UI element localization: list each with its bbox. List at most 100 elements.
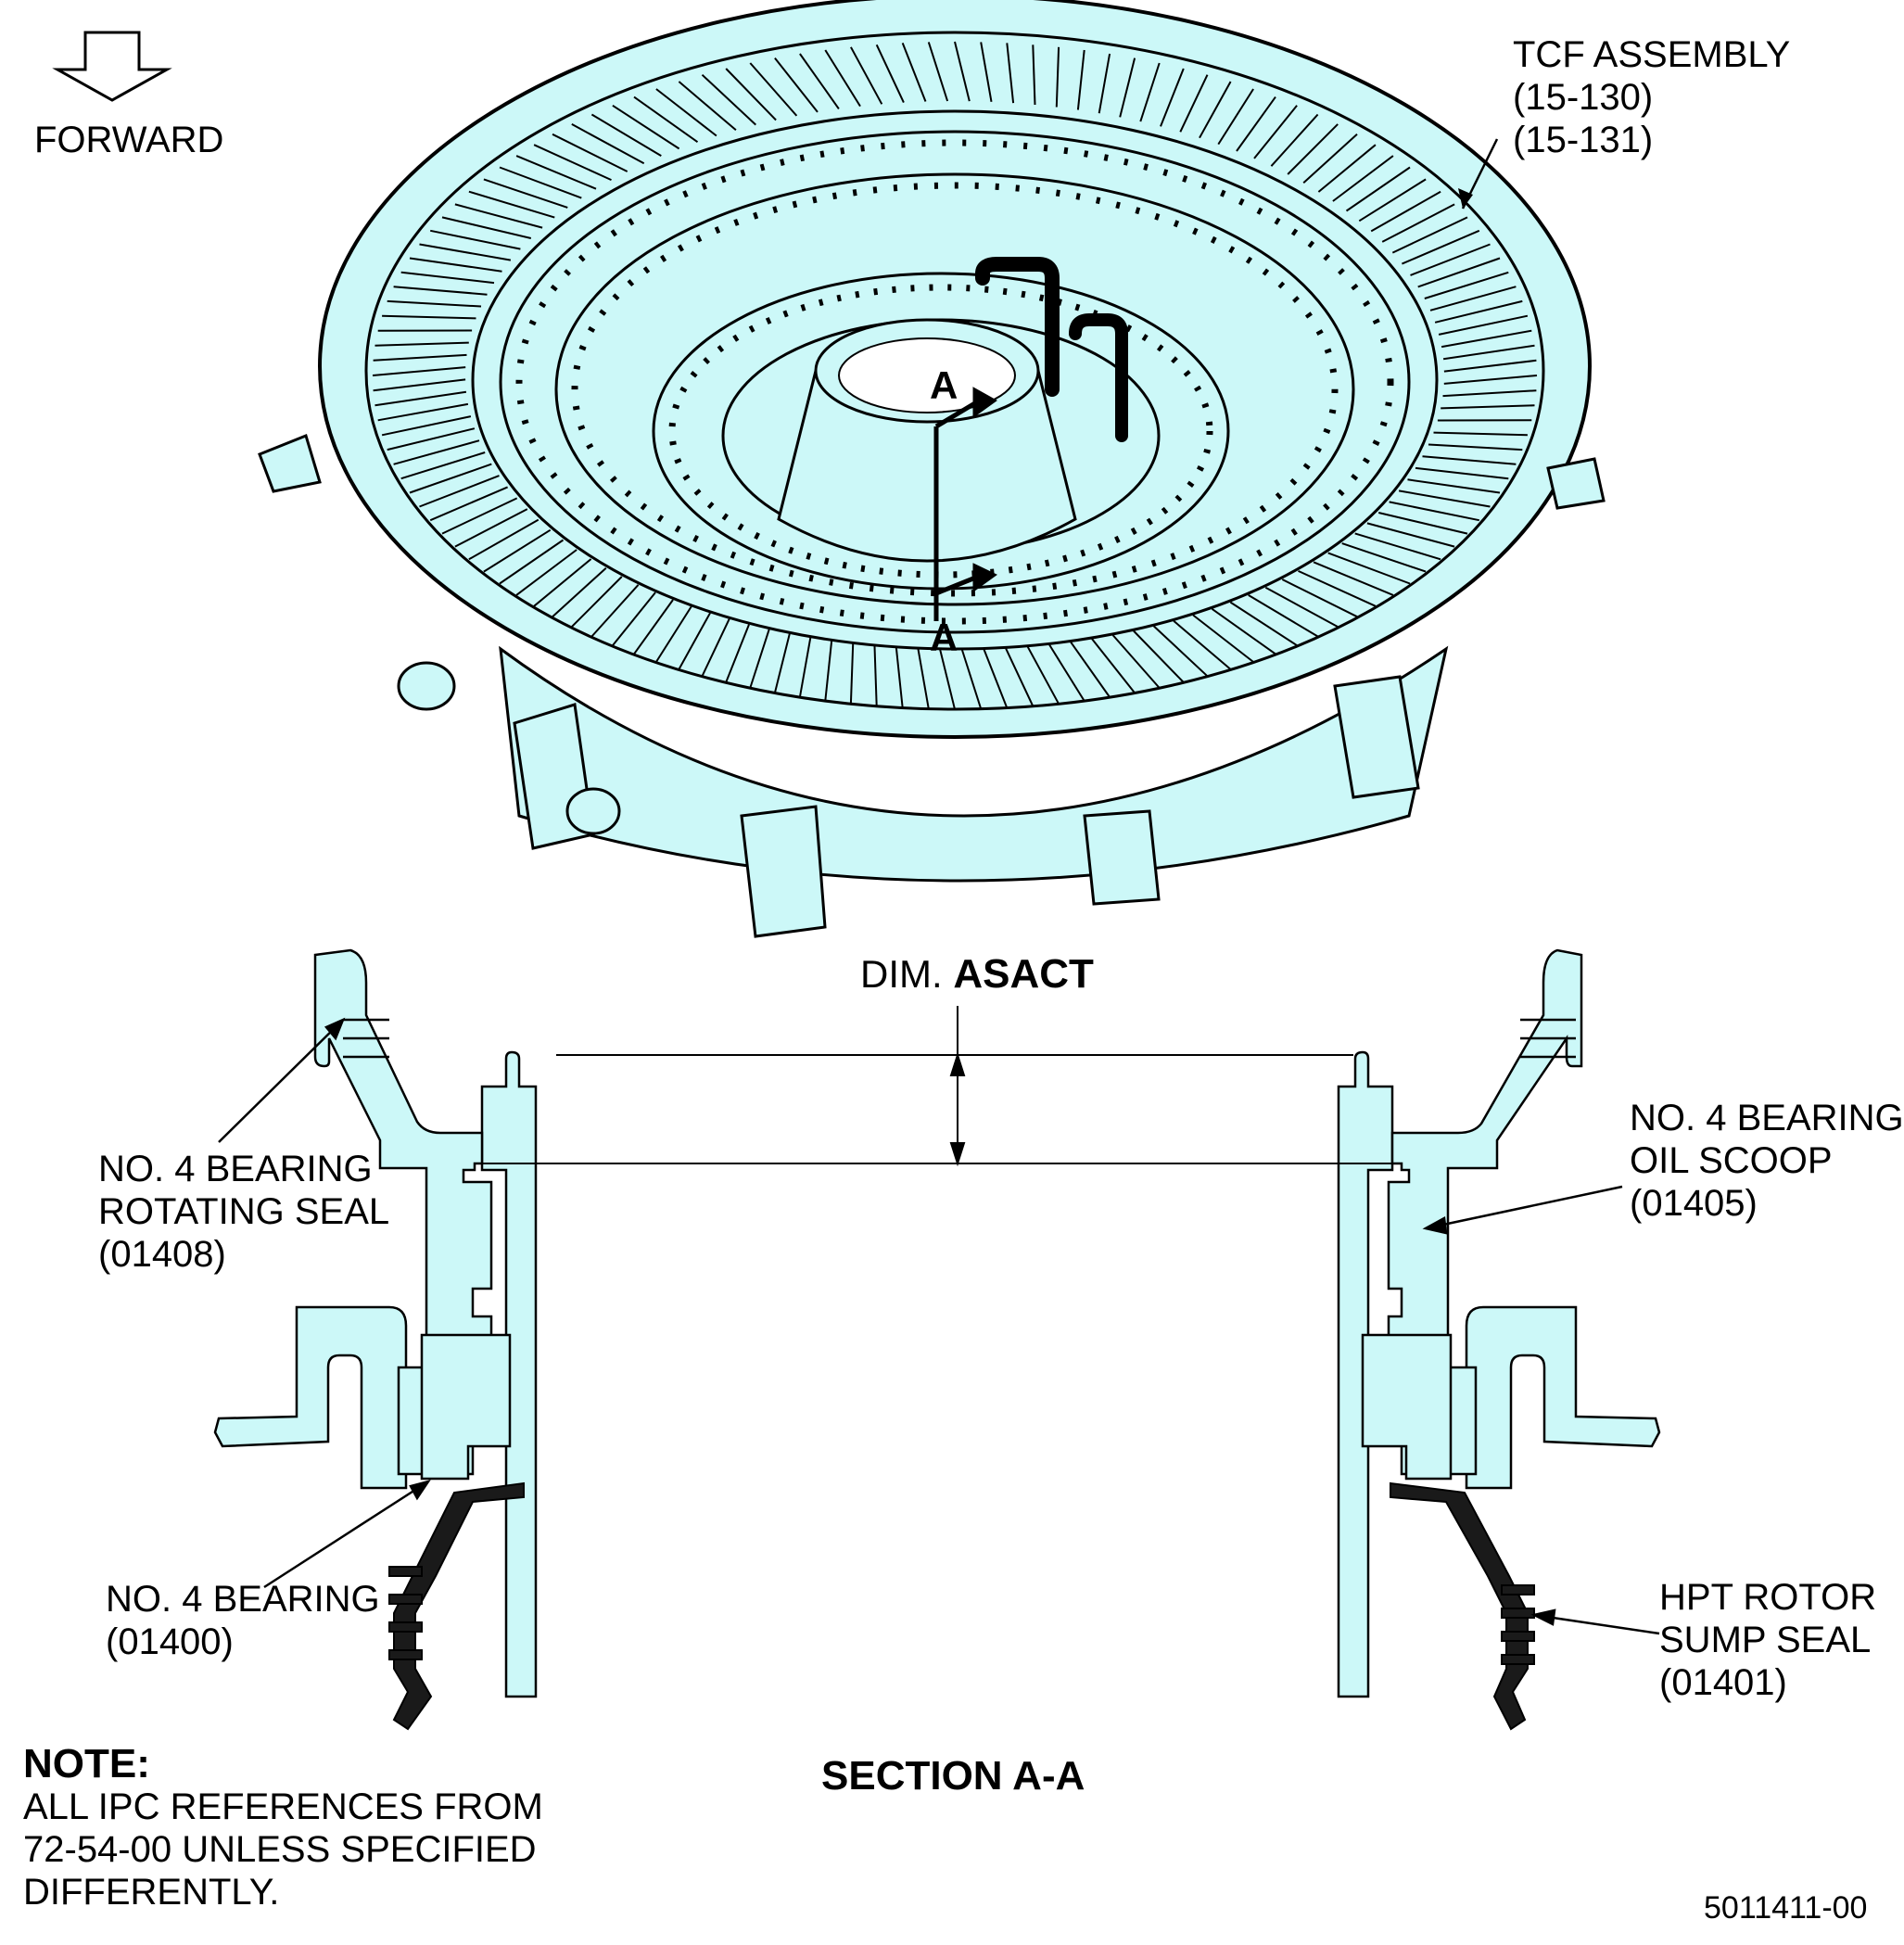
- tcf-vane: [373, 378, 466, 392]
- tcf-vane: [468, 518, 539, 561]
- tcf-vane: [774, 57, 819, 113]
- tcf-vane: [1048, 643, 1085, 702]
- tcf-hub-bolt-ring: [668, 284, 1213, 578]
- tcf-vane: [655, 605, 692, 663]
- tcf-vane: [901, 43, 927, 102]
- left-seal-teeth: [343, 1018, 389, 1059]
- tcf-vane: [980, 42, 993, 102]
- tcf-vane: [1026, 646, 1060, 705]
- tcf-vane: [1076, 49, 1085, 110]
- tcf-vane: [725, 624, 750, 683]
- tcf-vane: [1433, 431, 1528, 437]
- sump-seal-line3: (01401): [1659, 1662, 1787, 1703]
- tcf-vane: [393, 286, 488, 296]
- tcf-vane: [1160, 68, 1185, 127]
- tcf-assembly-line2: (15-130): [1513, 77, 1654, 118]
- tcf-vane: [552, 133, 628, 172]
- dim-prefix: DIM.: [860, 952, 943, 996]
- tcf-vane: [374, 341, 469, 347]
- tcf-mount-lug-3: [1333, 675, 1420, 799]
- right-seal-fins: [1501, 1584, 1535, 1665]
- tcf-vane: [468, 190, 555, 219]
- tcf-vane-pattern: [372, 41, 1538, 710]
- tcf-fitting-right: [1546, 457, 1606, 510]
- section-arrow-bottom-icon: [972, 563, 997, 592]
- tcf-vane: [1091, 638, 1136, 694]
- tcf-vane: [1402, 229, 1480, 265]
- tcf-vane: [1287, 123, 1339, 175]
- tcf-vane: [515, 155, 597, 190]
- tcf-vane: [1422, 455, 1517, 465]
- bearing-label: NO. 4 BEARING (01400): [106, 1578, 380, 1663]
- tcf-vane: [749, 629, 770, 689]
- tcf-vane: [725, 68, 777, 121]
- tcf-vane: [483, 178, 568, 209]
- tcf-vane: [1236, 96, 1276, 152]
- oil-scoop-line2: OIL SCOOP: [1630, 1140, 1833, 1181]
- tcf-vane: [381, 415, 472, 437]
- tcf-vane: [1055, 46, 1060, 108]
- tcf-vane: [1377, 512, 1468, 535]
- bearing-line2: (01400): [106, 1621, 234, 1662]
- left-sump-seal: [392, 1481, 525, 1731]
- tcf-vane: [1391, 216, 1468, 254]
- tcf-vane: [1179, 74, 1209, 133]
- tcf-vane: [1358, 178, 1427, 222]
- tcf-vane: [387, 427, 476, 451]
- tcf-vane: [372, 366, 466, 376]
- note-title: NOTE:: [23, 1741, 150, 1786]
- tcf-vane: [1370, 190, 1441, 233]
- tcf-vane: [633, 95, 699, 144]
- tcf-vane: [1366, 522, 1455, 548]
- tcf-vane: [590, 584, 640, 638]
- note-line2: 72-54-00 UNLESS SPECIFIED: [23, 1829, 537, 1870]
- right-scoop-teeth: [1520, 1018, 1576, 1059]
- tcf-vane: [960, 649, 983, 709]
- tcf-vane: [927, 42, 949, 102]
- tcf-vane: [1442, 389, 1537, 398]
- tcf-vane: [1111, 634, 1161, 689]
- left-bearing-retainer: [420, 1333, 512, 1481]
- tcf-vane: [1005, 647, 1035, 707]
- tcf-vane: [749, 62, 798, 117]
- oil-scoop-line3: (01405): [1630, 1183, 1758, 1224]
- tcf-vane: [701, 618, 730, 677]
- tcf-vane: [533, 144, 612, 182]
- tcf-vane: [400, 271, 495, 285]
- tcf-vane: [483, 528, 552, 573]
- bearing-line1: NO. 4 BEARING: [106, 1579, 380, 1620]
- rotating-seal-leader: [218, 1019, 344, 1143]
- tcf-vane: [875, 44, 905, 104]
- tcf-vane: [1229, 601, 1298, 647]
- tcf-vane: [1424, 271, 1509, 299]
- tcf-vane: [1410, 243, 1491, 276]
- tcf-assembly-label: TCF ASSEMBLY (15-130) (15-131): [1513, 33, 1790, 161]
- tcf-vane: [1173, 619, 1232, 670]
- tcf-vane: [1302, 133, 1358, 184]
- tcf-vane: [382, 314, 476, 320]
- tcf-mount-lug-2: [740, 805, 827, 938]
- dim-label: DIM. ASACT: [860, 953, 1094, 996]
- sump-seal-leader: [1533, 1613, 1660, 1635]
- note-line3: DIFFERENTLY.: [23, 1872, 280, 1913]
- tcf-vane: [612, 591, 656, 646]
- tcf-vane: [939, 649, 956, 710]
- tcf-vane: [633, 599, 674, 655]
- tcf-vane: [1441, 404, 1535, 410]
- dim-value: ASACT: [953, 951, 1094, 997]
- tcf-vane: [1381, 203, 1455, 243]
- tcf-vane: [612, 104, 680, 150]
- tcf-vane: [1133, 629, 1185, 683]
- tcf-vane: [1281, 578, 1358, 618]
- tcf-vane: [1434, 299, 1523, 324]
- tcf-vane: [917, 649, 930, 709]
- oil-scoop-line1: NO. 4 BEARING: [1630, 1098, 1904, 1138]
- section-aa-view: [213, 948, 1661, 1698]
- tcf-vane: [1217, 88, 1254, 146]
- tcf-vane: [590, 113, 662, 157]
- tcf-vane: [533, 558, 592, 607]
- tcf-vane: [393, 439, 480, 465]
- right-oil-scoop: [1387, 948, 1583, 1341]
- tcf-vane: [409, 463, 492, 494]
- tcf-vane: [1253, 105, 1298, 159]
